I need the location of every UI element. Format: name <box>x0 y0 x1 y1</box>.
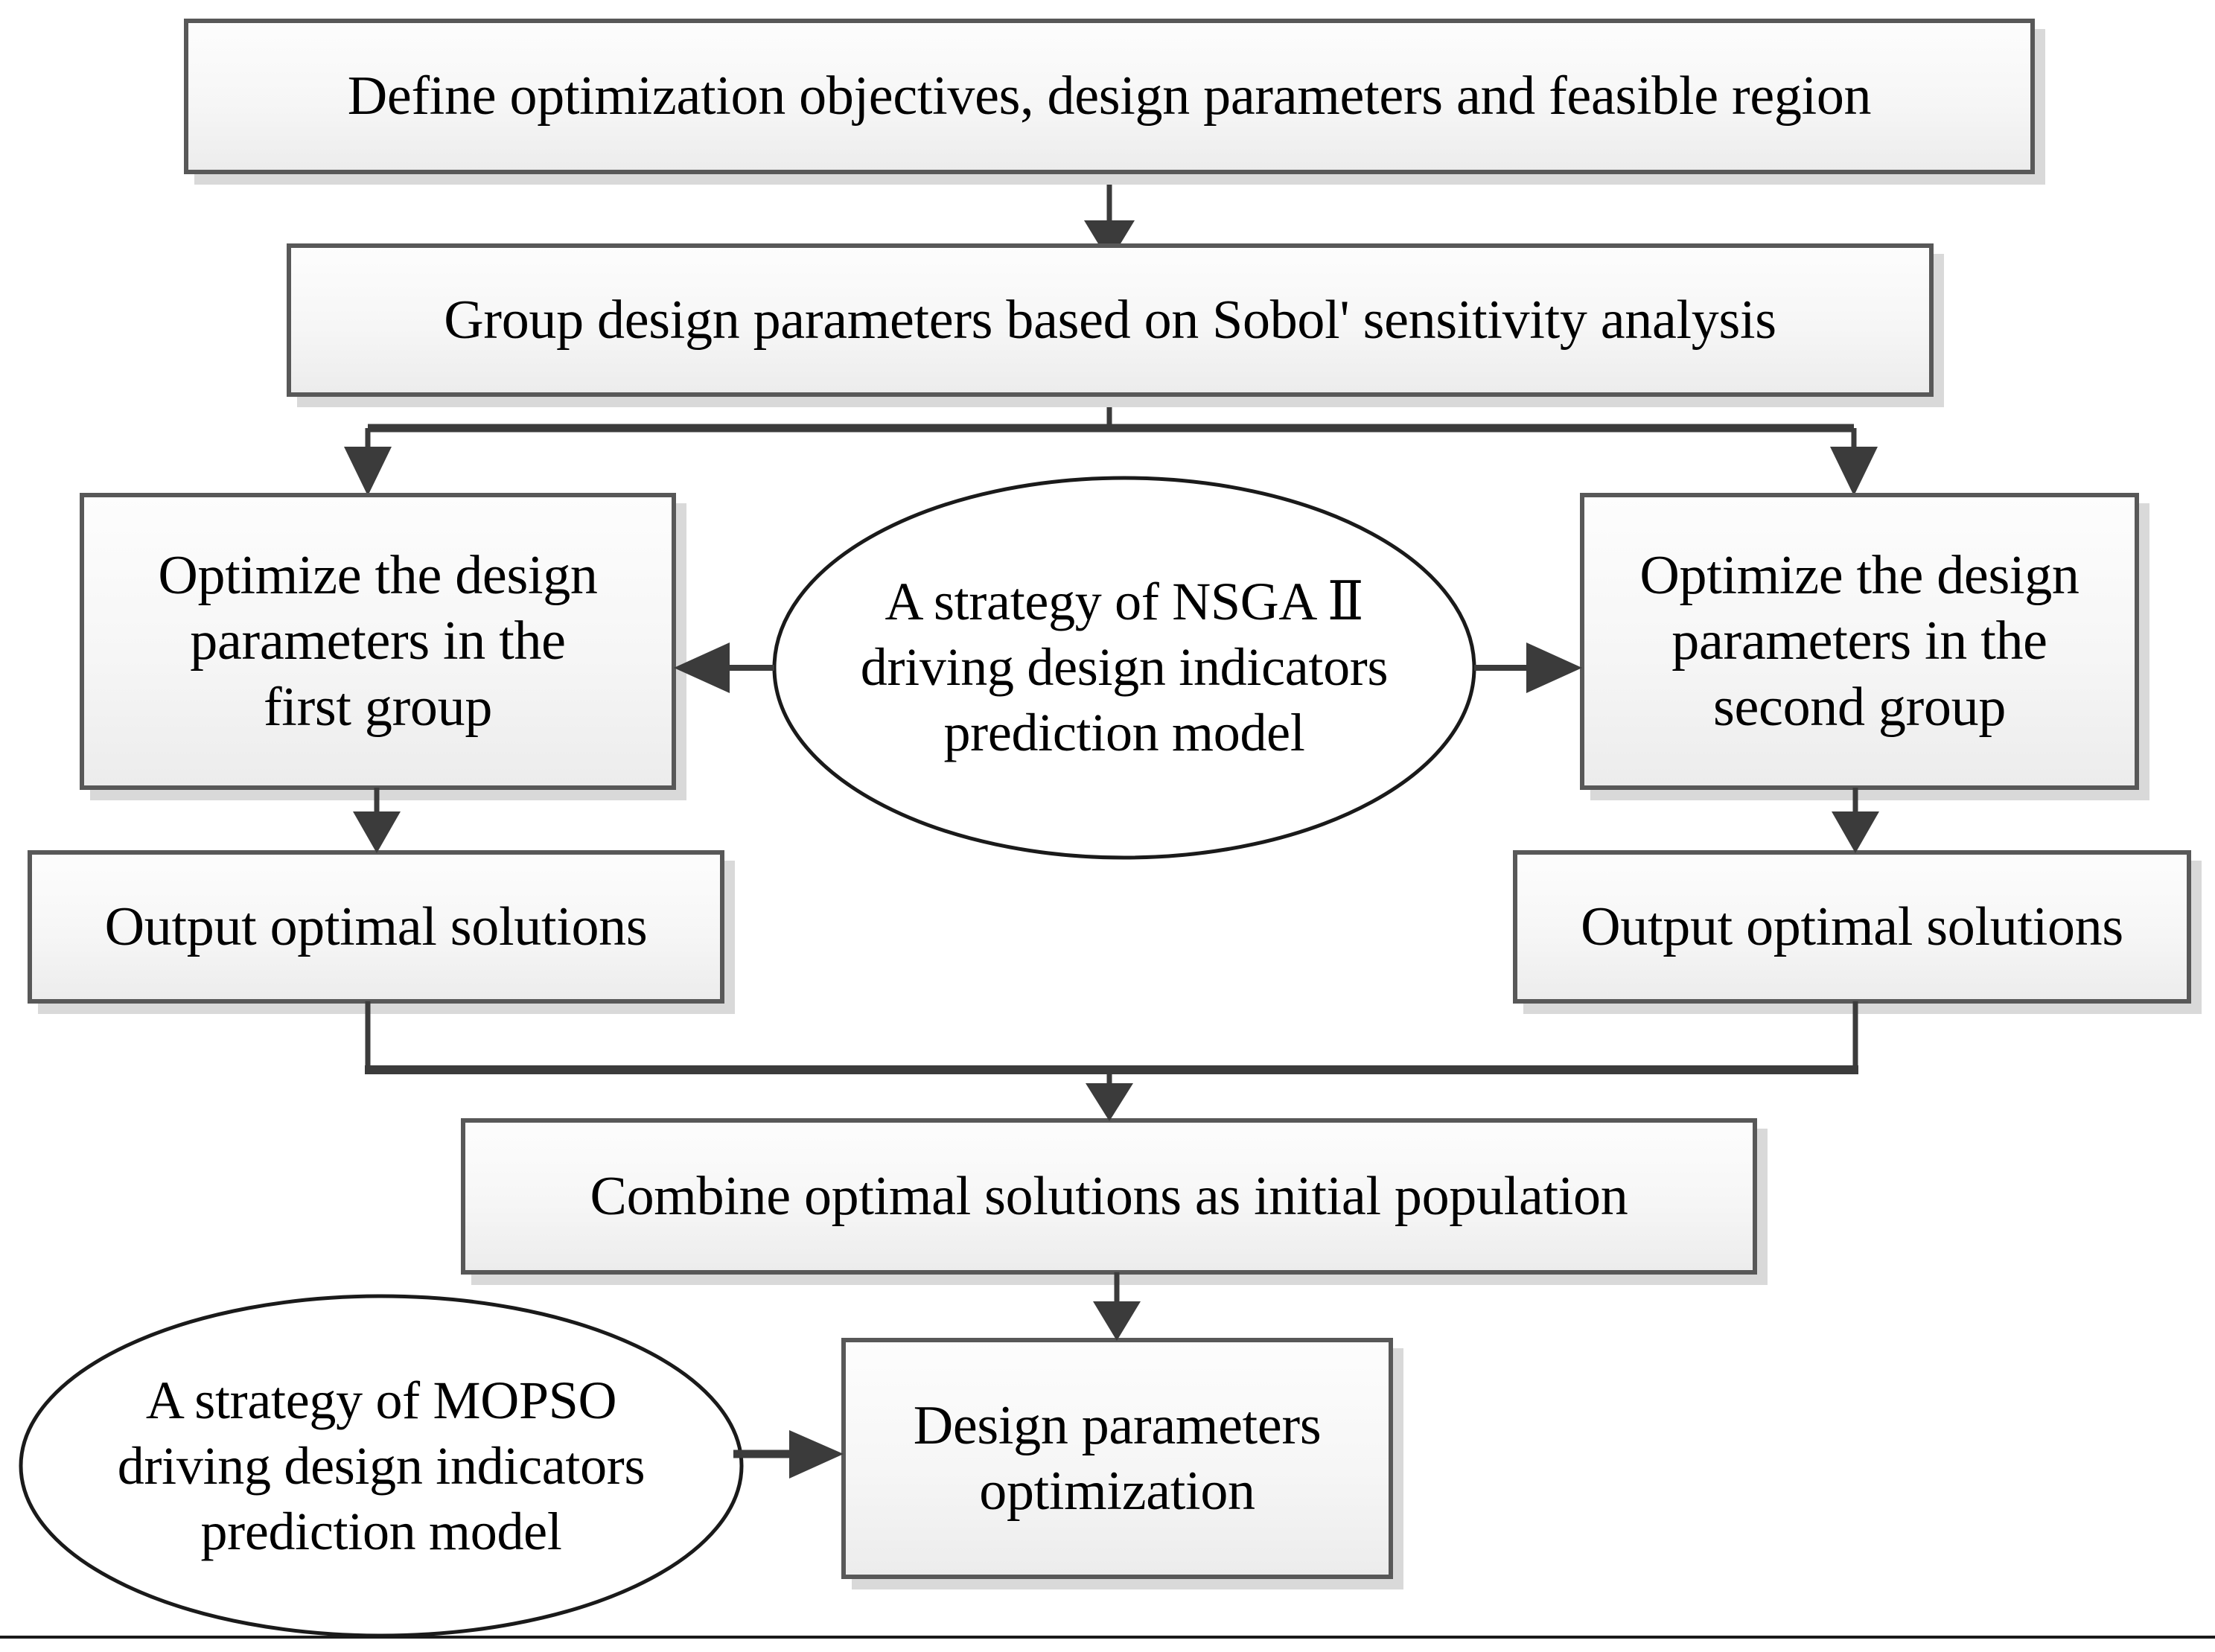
shape-design-parameters-optimization <box>841 1338 1393 1579</box>
shape-optimize-second-group <box>1580 493 2139 790</box>
shape-output-optimal-right <box>1513 850 2191 1004</box>
connector-first-to-output-left <box>353 788 401 853</box>
footer-rule <box>0 1636 2215 1639</box>
shape-define-objectives <box>184 19 2035 174</box>
shape-combine-solutions <box>461 1118 1757 1275</box>
connector-define-to-group <box>1084 172 1135 262</box>
connector-second-to-output-right <box>1832 788 1879 853</box>
connector-combine-to-design <box>1093 1272 1141 1341</box>
shape-nsga-strategy <box>772 476 1476 860</box>
connector-mopso-to-design <box>733 1430 844 1479</box>
connector-group-to-branches <box>344 395 1878 496</box>
shape-mopso-strategy <box>19 1294 744 1638</box>
connector-outputs-to-combine <box>365 1001 1858 1121</box>
connector-nsga-to-second <box>1474 642 1582 693</box>
shape-output-optimal-left <box>28 850 724 1004</box>
connector-nsga-to-first <box>674 642 774 693</box>
shape-optimize-first-group <box>80 493 676 790</box>
shape-group-parameters <box>287 243 1934 397</box>
